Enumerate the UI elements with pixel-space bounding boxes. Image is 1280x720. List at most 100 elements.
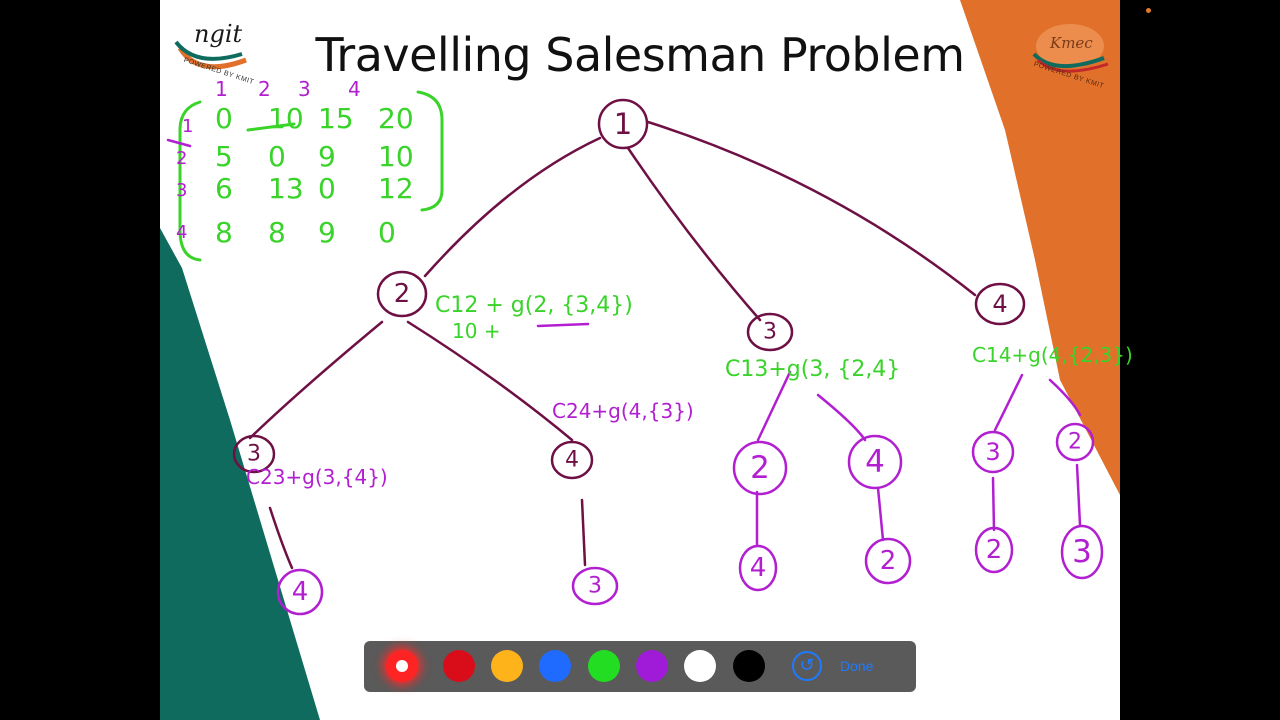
formula-node3: C13+g(3, {2,4} [725,357,900,382]
node-l3-2-circle [738,544,778,592]
matrix-cell: 0 [318,172,336,205]
node-l2-3-label: 4 [865,444,885,480]
matrix-row-header: 2 [176,148,187,169]
matrix-col-header: 4 [348,77,361,101]
node-l2-4: 3 [971,430,1015,474]
edge-1-3 [626,146,762,322]
node-l2-3: 4 [847,434,903,490]
node-l3-2: 4 [738,544,778,592]
edge-4-2-l3 [876,486,885,542]
status-dot [1146,8,1151,13]
node-l1-0-circle [376,270,428,318]
node-root: 1 [597,98,649,150]
pen-toolbar: ↺ Done [364,641,916,692]
pen-color-black[interactable] [733,650,765,682]
matrix-cell: 10 [378,140,414,173]
edge-3-2 [756,370,792,442]
pen-color-white[interactable] [684,650,716,682]
node-l2-1-circle [550,440,594,480]
node-l3-3-circle [864,537,912,585]
matrix-row-header: 1 [182,116,193,137]
edge-4-3 [993,373,1024,432]
matrix-cell: 0 [378,216,396,249]
undo-icon[interactable]: ↺ [792,651,822,681]
matrix-cell: 6 [215,172,233,205]
edge-2-3-l3 [1075,463,1082,527]
matrix-cell: 5 [215,140,233,173]
matrix-row-header: 3 [176,180,187,201]
node-l3-5: 3 [1060,524,1104,580]
pen-color-yellow[interactable] [491,650,523,682]
matrix-cell: 15 [318,102,354,135]
node-l2-5: 2 [1055,422,1095,462]
node-l2-4-circle [971,430,1015,474]
matrix-right-bracket [416,90,444,212]
node-l2-3-circle [847,434,903,490]
edge-2-3 [248,320,384,440]
edge-4-2 [1048,378,1082,417]
formula-node2-4: C24+g(4,{3}) [552,399,694,423]
node-l2-5-circle [1055,422,1095,462]
node-l2-2: 2 [732,440,788,496]
node-l1-2-label: 4 [992,290,1007,318]
node-l2-5-label: 2 [1068,430,1082,455]
pen-color-green[interactable] [588,650,620,682]
matrix-row-header: 4 [176,222,187,243]
node-l1-2: 4 [974,282,1026,326]
node-l2-0-label: 3 [247,442,261,467]
done-button[interactable]: Done [840,658,874,674]
node-l2-0-circle [232,434,276,474]
matrix-cell: 8 [215,216,233,249]
teal-band [160,228,320,720]
edge-1-2 [423,136,602,278]
matrix-col-header: 3 [298,77,311,101]
node-l3-5-label: 3 [1072,534,1092,570]
edge-2-4 [406,320,574,442]
edge-3-4-sub [268,506,294,570]
node-l2-0: 3 [232,434,276,474]
node-l3-0-circle [276,568,324,616]
ngit-logo: ngit POWERED BY KMIT [168,8,268,88]
matrix-col-header: 2 [258,77,271,101]
node-l3-1: 3 [571,566,619,606]
matrix-row-bar [166,138,192,148]
formula-node4: C14+g(4,{2,3}) [972,343,1133,367]
node-l3-4-label: 2 [986,535,1003,565]
formula-underline [536,322,590,328]
node-l3-4: 2 [974,526,1014,574]
matrix-cell: 0 [215,102,233,135]
node-l1-0-label: 2 [394,279,411,309]
matrix-cell: 20 [378,102,414,135]
node-l3-1-circle [571,566,619,606]
matrix-col-header: 1 [215,77,228,101]
node-l3-2-label: 4 [750,553,767,583]
pen-color-blue[interactable] [539,650,571,682]
node-l1-1-label: 3 [763,320,777,345]
node-l3-4-circle [974,526,1014,574]
formula-node2-value: 10 + [452,319,501,343]
pen-color-purple[interactable] [636,650,668,682]
orange-band [960,0,1120,495]
pen-color-red-active[interactable] [386,650,418,682]
kmec-logo-text: Kmec [1050,34,1093,52]
node-root-label: 1 [614,107,632,141]
kmec-logo: Kmec POWERED BY KMIT [1024,10,1114,90]
matrix-cell: 10 [268,102,304,135]
node-l3-5-circle [1060,524,1104,580]
matrix-cell: 13 [268,172,304,205]
matrix-cell: 9 [318,140,336,173]
node-l3-0-label: 4 [292,577,309,607]
node-l3-3: 2 [864,537,912,585]
node-l1-1-circle [746,312,794,352]
matrix-cell: 12 [378,172,414,205]
node-l2-4-label: 3 [985,438,1000,466]
node-l2-1: 4 [550,440,594,480]
node-l3-0: 4 [276,568,324,616]
formula-node2: C12 + g(2, {3,4}) [435,293,633,318]
slide-title: Travelling Salesman Problem [315,28,965,82]
matrix-underline [246,122,296,132]
node-l3-1-label: 3 [588,574,602,599]
pen-color-red[interactable] [443,650,475,682]
edge-3-2-l3 [991,476,996,532]
